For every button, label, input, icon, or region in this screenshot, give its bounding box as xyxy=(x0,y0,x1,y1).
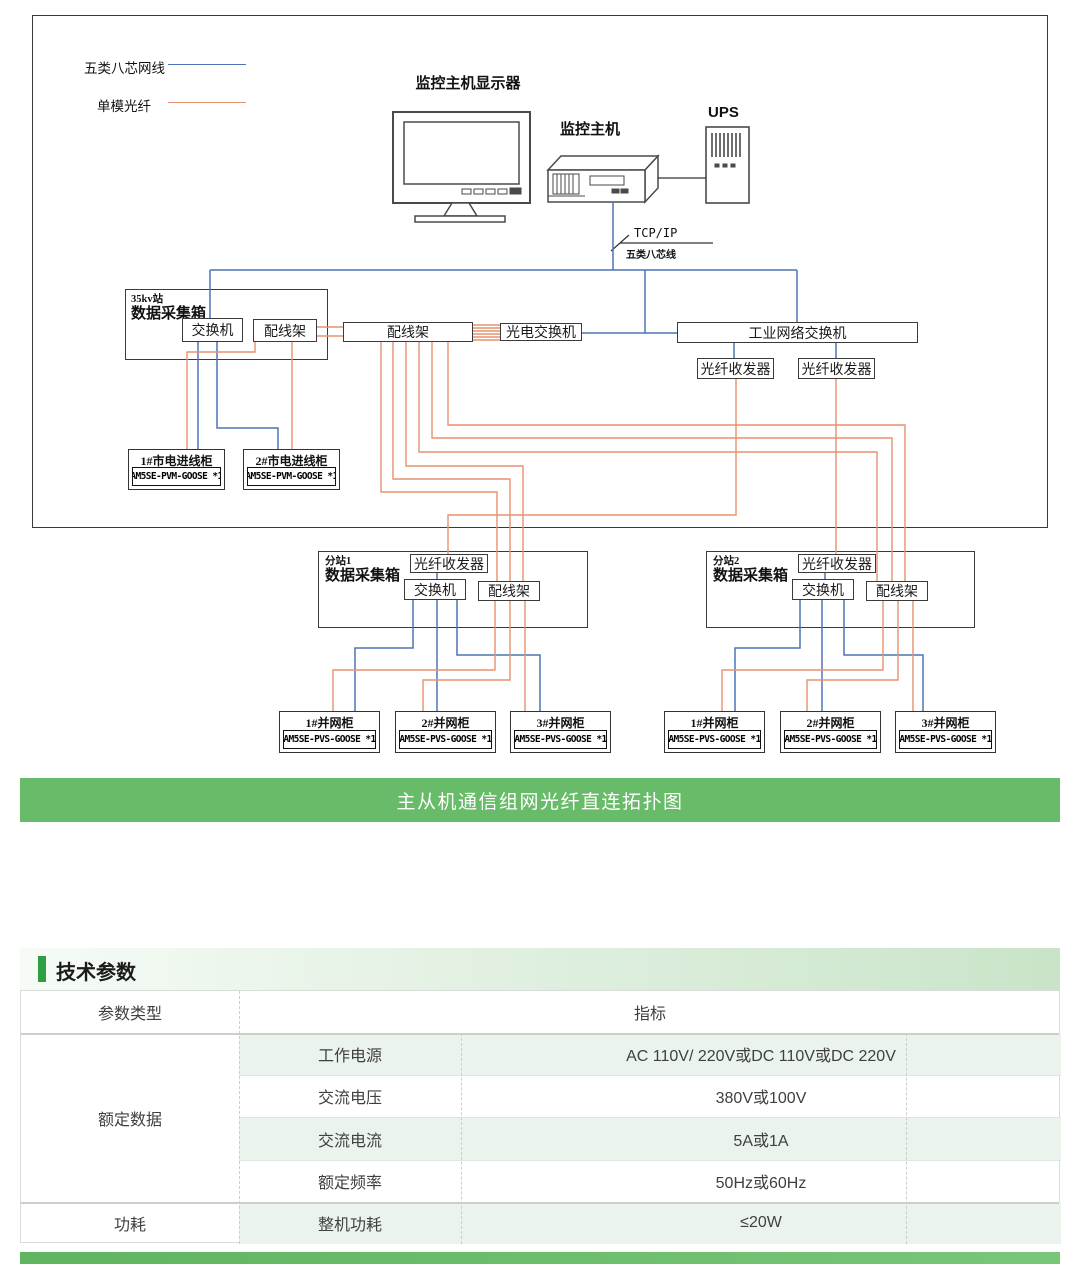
grid-cabinet-2-device: AM5SE-PVS-GOOSE *1 xyxy=(399,730,492,749)
table-header-param-type: 参数类型 xyxy=(97,1006,162,1023)
station-35kv-frame xyxy=(125,289,328,360)
table-rule xyxy=(239,1160,1061,1161)
grid-cabinet-6: 3#并网柜 AM5SE-PVS-GOOSE *1 xyxy=(895,711,996,753)
param-rated-frequency: 额定频率 xyxy=(317,1175,382,1192)
param-working-power: 工作电源 xyxy=(317,1048,382,1065)
backbone-patch-panel: 配线架 xyxy=(343,322,473,342)
mains-cabinet-1-title: 1#市电进线柜 xyxy=(140,454,213,468)
substation-2-patch: 配线架 xyxy=(866,581,928,601)
host-label: 监控主机 xyxy=(560,121,621,138)
fiber-transceiver-1: 光纤收发器 xyxy=(697,358,774,379)
grid-cabinet-6-device: AM5SE-PVS-GOOSE *1 xyxy=(899,730,992,749)
table-stripe xyxy=(239,1033,1061,1075)
legend-fiber-label: 单模光纤 xyxy=(97,99,151,114)
table-rule xyxy=(239,1117,1061,1118)
ups-icon xyxy=(705,126,750,204)
parameters-table: 参数类型 指标 额定数据 功耗 工作电源 AC 110V/ 220V或DC 11… xyxy=(20,990,1061,1244)
table-rule xyxy=(239,1075,1061,1076)
grid-cabinet-3-device: AM5SE-PVS-GOOSE *1 xyxy=(514,730,607,749)
diagram-outer-frame xyxy=(32,15,1048,528)
station-35kv-switch: 交换机 xyxy=(182,318,243,342)
table-header-indicator: 指标 xyxy=(633,1006,666,1023)
grid-cabinet-5-device: AM5SE-PVS-GOOSE *1 xyxy=(784,730,877,749)
param-machine-power: 整机功耗 xyxy=(317,1217,382,1234)
grid-cabinet-4-title: 1#并网柜 xyxy=(690,716,739,730)
value-ac-current: 5A或1A xyxy=(733,1132,789,1150)
industrial-network-switch: 工业网络交换机 xyxy=(677,322,918,343)
table-stripe xyxy=(239,1202,1061,1244)
table-col-separator xyxy=(239,991,240,1244)
grid-cabinet-4: 1#并网柜 AM5SE-PVS-GOOSE *1 xyxy=(664,711,765,753)
grid-cabinet-3: 3#并网柜 AM5SE-PVS-GOOSE *1 xyxy=(510,711,611,753)
ups-label: UPS xyxy=(708,104,739,121)
table-col-separator xyxy=(906,1033,907,1244)
table-rule xyxy=(21,1033,1059,1035)
optical-switch: 光电交换机 xyxy=(500,323,582,341)
grid-cabinet-3-title: 3#并网柜 xyxy=(536,716,585,730)
grid-cabinet-6-title: 3#并网柜 xyxy=(921,716,970,730)
value-working-power: AC 110V/ 220V或DC 110V或DC 220V xyxy=(626,1048,896,1065)
substation-1-patch: 配线架 xyxy=(478,581,540,601)
legend-cat5-line xyxy=(168,64,246,65)
legend-cat5-label: 五类八芯网线 xyxy=(84,61,165,76)
substation-1-tag: 分站1 xyxy=(325,556,352,567)
grid-cabinet-1-title: 1#并网柜 xyxy=(305,716,354,730)
station-35kv-patch: 配线架 xyxy=(253,319,317,342)
param-ac-voltage: 交流电压 xyxy=(317,1090,382,1107)
tcp-annotation-slash xyxy=(610,234,630,252)
value-ac-voltage: 380V或100V xyxy=(715,1090,807,1107)
mains-cabinet-2: 2#市电进线柜 AM5SE-PVM-GOOSE *1 xyxy=(243,449,340,490)
group-power-consumption: 功耗 xyxy=(113,1217,146,1234)
grid-cabinet-4-device: AM5SE-PVS-GOOSE *1 xyxy=(668,730,761,749)
substation-1-name: 数据采集箱 xyxy=(325,568,401,584)
table-stripe xyxy=(239,1117,1061,1160)
grid-cabinet-5-title: 2#并网柜 xyxy=(806,716,855,730)
grid-cabinet-2: 2#并网柜 AM5SE-PVS-GOOSE *1 xyxy=(395,711,496,753)
section-header-band: 技术参数 xyxy=(20,948,1060,990)
substation-2-frame xyxy=(706,551,975,628)
mains-cabinet-2-device: AM5SE-PVM-GOOSE *1 xyxy=(247,467,336,486)
mains-cabinet-2-title: 2#市电进线柜 xyxy=(255,454,328,468)
substation-1-transceiver: 光纤收发器 xyxy=(410,554,488,573)
grid-cabinet-1: 1#并网柜 AM5SE-PVS-GOOSE *1 xyxy=(279,711,380,753)
substation-2-switch: 交换机 xyxy=(792,579,854,600)
bottom-green-strip xyxy=(20,1252,1060,1264)
substation-1-frame xyxy=(318,551,588,628)
table-col-separator xyxy=(461,1033,462,1244)
monitor-icon xyxy=(392,111,531,223)
tcp-cable-label: 五类八芯线 xyxy=(626,250,676,261)
substation-2-tag: 分站2 xyxy=(713,556,740,567)
station-35kv-tag: 35kv站 xyxy=(131,294,164,305)
substation-2-transceiver: 光纤收发器 xyxy=(798,554,876,573)
mains-cabinet-1: 1#市电进线柜 AM5SE-PVM-GOOSE *1 xyxy=(128,449,225,490)
mains-cabinet-1-device: AM5SE-PVM-GOOSE *1 xyxy=(132,467,221,486)
substation-2-name: 数据采集箱 xyxy=(713,568,789,584)
section-accent-bar xyxy=(38,956,46,982)
section-title: 技术参数 xyxy=(56,962,136,984)
fiber-transceiver-2: 光纤收发器 xyxy=(798,358,875,379)
substation-1-switch: 交换机 xyxy=(404,579,466,600)
monitor-label: 监控主机显示器 xyxy=(415,75,521,92)
value-rated-frequency: 50Hz或60Hz xyxy=(715,1175,807,1192)
value-machine-power: ≤20W xyxy=(740,1214,782,1231)
diagram-caption: 主从机通信组网光纤直连拓扑图 xyxy=(20,778,1060,822)
fiber-wires xyxy=(186,324,914,711)
grid-cabinet-1-device: AM5SE-PVS-GOOSE *1 xyxy=(283,730,376,749)
tcp-ip-label: TCP/IP xyxy=(634,226,678,240)
table-rule xyxy=(21,1202,1059,1204)
param-ac-current: 交流电流 xyxy=(317,1132,382,1150)
legend-fiber-line xyxy=(168,102,246,103)
host-icon xyxy=(546,154,660,204)
grid-cabinet-2-title: 2#并网柜 xyxy=(421,716,470,730)
grid-cabinet-5: 2#并网柜 AM5SE-PVS-GOOSE *1 xyxy=(780,711,881,753)
group-rated-data: 额定数据 xyxy=(97,1111,162,1129)
